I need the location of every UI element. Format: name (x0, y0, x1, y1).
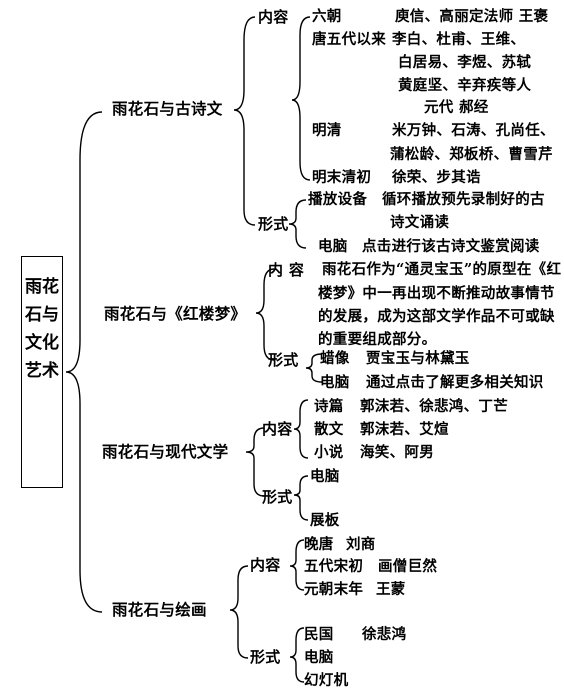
poetry-era: 明末清初 (312, 169, 372, 186)
hlm-form-name: 电脑 (320, 374, 350, 391)
modern-genre: 诗篇 (314, 398, 344, 415)
painting-title: 雨花石与绘画 (112, 600, 207, 619)
hlm-content-line: 楼梦》中一再出现不断推动故事情节 (318, 285, 555, 302)
painting-brace (229, 565, 249, 659)
hlm-content-label: 内 容 (268, 261, 305, 279)
poetry-names-cont: 白居易、李煜、苏轼 (398, 54, 532, 71)
hlm-title: 雨花石与《红楼梦》 (104, 304, 247, 323)
modern-names: 郭沫若、艾煊 (360, 421, 449, 438)
painting-content-label: 内容 (250, 556, 281, 574)
modern-form-brace (293, 475, 309, 521)
painting-era: 晚唐 (304, 536, 334, 553)
hlm-content-line: 的发展，成为这部文学作品不可或缺 (318, 308, 555, 325)
poetry-brace (233, 16, 256, 226)
hlm-content-line: 的重要组成部分。 (318, 331, 437, 348)
poetry-names: 庾信、高丽定法师 王褒 (395, 8, 549, 25)
poetry-form-desc: 循环播放预先录制好的古 (382, 191, 545, 208)
poetry-content-brace (291, 16, 311, 181)
painting-form-name: 电脑 (304, 649, 334, 666)
modern-genre: 小说 (314, 444, 344, 461)
poetry-form-brace (288, 199, 307, 249)
poetry-names: 徐荣、步其诰 (392, 169, 481, 186)
modern-content-label: 内容 (262, 420, 293, 438)
painting-names: 王蒙 (376, 581, 406, 598)
modern-title: 雨花石与现代文学 (102, 442, 229, 461)
hlm-form-brace (305, 353, 323, 383)
painting-form-desc: 徐悲鸿 (362, 626, 407, 643)
modern-form-item: 展板 (310, 512, 340, 529)
hlm-form-name: 蜡像 (320, 350, 350, 367)
hlm-content-line: 雨花石作为“通灵宝玉”的原型在《红 (322, 261, 562, 278)
painting-names: 刘商 (346, 536, 376, 553)
hlm-brace (255, 268, 275, 361)
modern-genre: 散文 (314, 421, 344, 438)
poetry-names-cont: 黄庭坚、辛弃疾等人 (398, 77, 532, 94)
poetry-era: 明清 (312, 122, 342, 139)
hlm-form-desc: 贾宝玉与林黛玉 (366, 350, 470, 367)
painting-form-name: 民国 (304, 626, 334, 643)
root-label: 雨花石与文化艺术 (25, 277, 59, 381)
modern-names: 郭沫若、徐悲鸿、丁芒 (360, 398, 508, 415)
root-node: 雨花石与文化艺术 (21, 256, 63, 488)
poetry-form-name: 播放设备 (308, 191, 368, 208)
poetry-names: 李白、杜甫、王维、 (392, 31, 526, 48)
painting-names: 画僧巨然 (378, 558, 438, 575)
hlm-form-desc: 通过点击了解更多相关知识 (366, 374, 544, 391)
poetry-form-desc-cont: 诗文诵读 (390, 214, 450, 231)
painting-era: 元朝末年 (304, 581, 364, 598)
poetry-era: 六朝 (312, 8, 342, 25)
poetry-content-label: 内容 (258, 8, 289, 26)
main-brace (65, 111, 103, 613)
painting-era: 五代宋初 (304, 558, 364, 575)
poetry-form-desc: 点击进行该古诗文鉴赏阅读 (362, 238, 540, 255)
painting-content-brace (289, 539, 305, 591)
painting-form-label: 形式 (250, 648, 281, 666)
poetry-names-cont: 元代 郝经 (424, 99, 489, 116)
poetry-era: 唐五代以来 (312, 31, 386, 48)
poetry-names-cont: 蒲松龄、郑板桥、曹雪芹 (390, 146, 553, 163)
modern-form-label: 形式 (262, 488, 293, 506)
modern-brace (245, 427, 265, 497)
poetry-form-label: 形式 (258, 215, 289, 233)
painting-form-name: 幻灯机 (304, 672, 349, 689)
painting-form-brace (289, 627, 305, 683)
modern-names: 海笑、阿男 (360, 444, 434, 461)
poetry-title: 雨花石与古诗文 (112, 99, 223, 118)
poetry-names: 米万钟、石涛、孔尚任、 (392, 122, 555, 139)
poetry-form-name: 电脑 (318, 238, 348, 255)
hlm-form-label: 形式 (268, 351, 299, 369)
modern-content-brace (293, 399, 309, 459)
modern-form-item: 电脑 (310, 468, 340, 485)
